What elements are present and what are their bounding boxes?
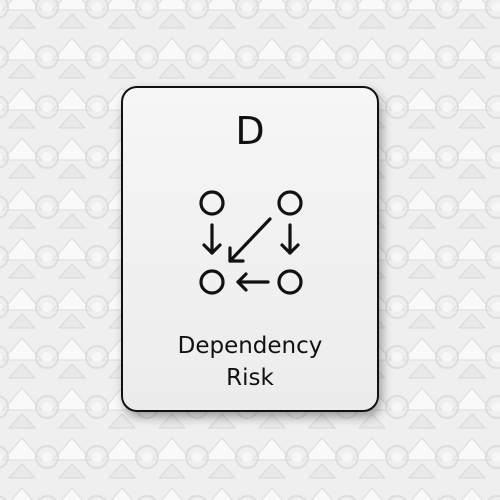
card-title-line-1: Dependency [177, 333, 323, 359]
node-bottom-right [277, 269, 303, 295]
node-bottom-left [199, 269, 225, 295]
card-letter: D [235, 109, 265, 153]
risk-card [121, 86, 379, 412]
dependency-graph-icon [199, 190, 303, 295]
node-top-right [277, 190, 303, 216]
node-top-left [199, 190, 225, 216]
card-title-line-2: Risk [226, 365, 274, 391]
